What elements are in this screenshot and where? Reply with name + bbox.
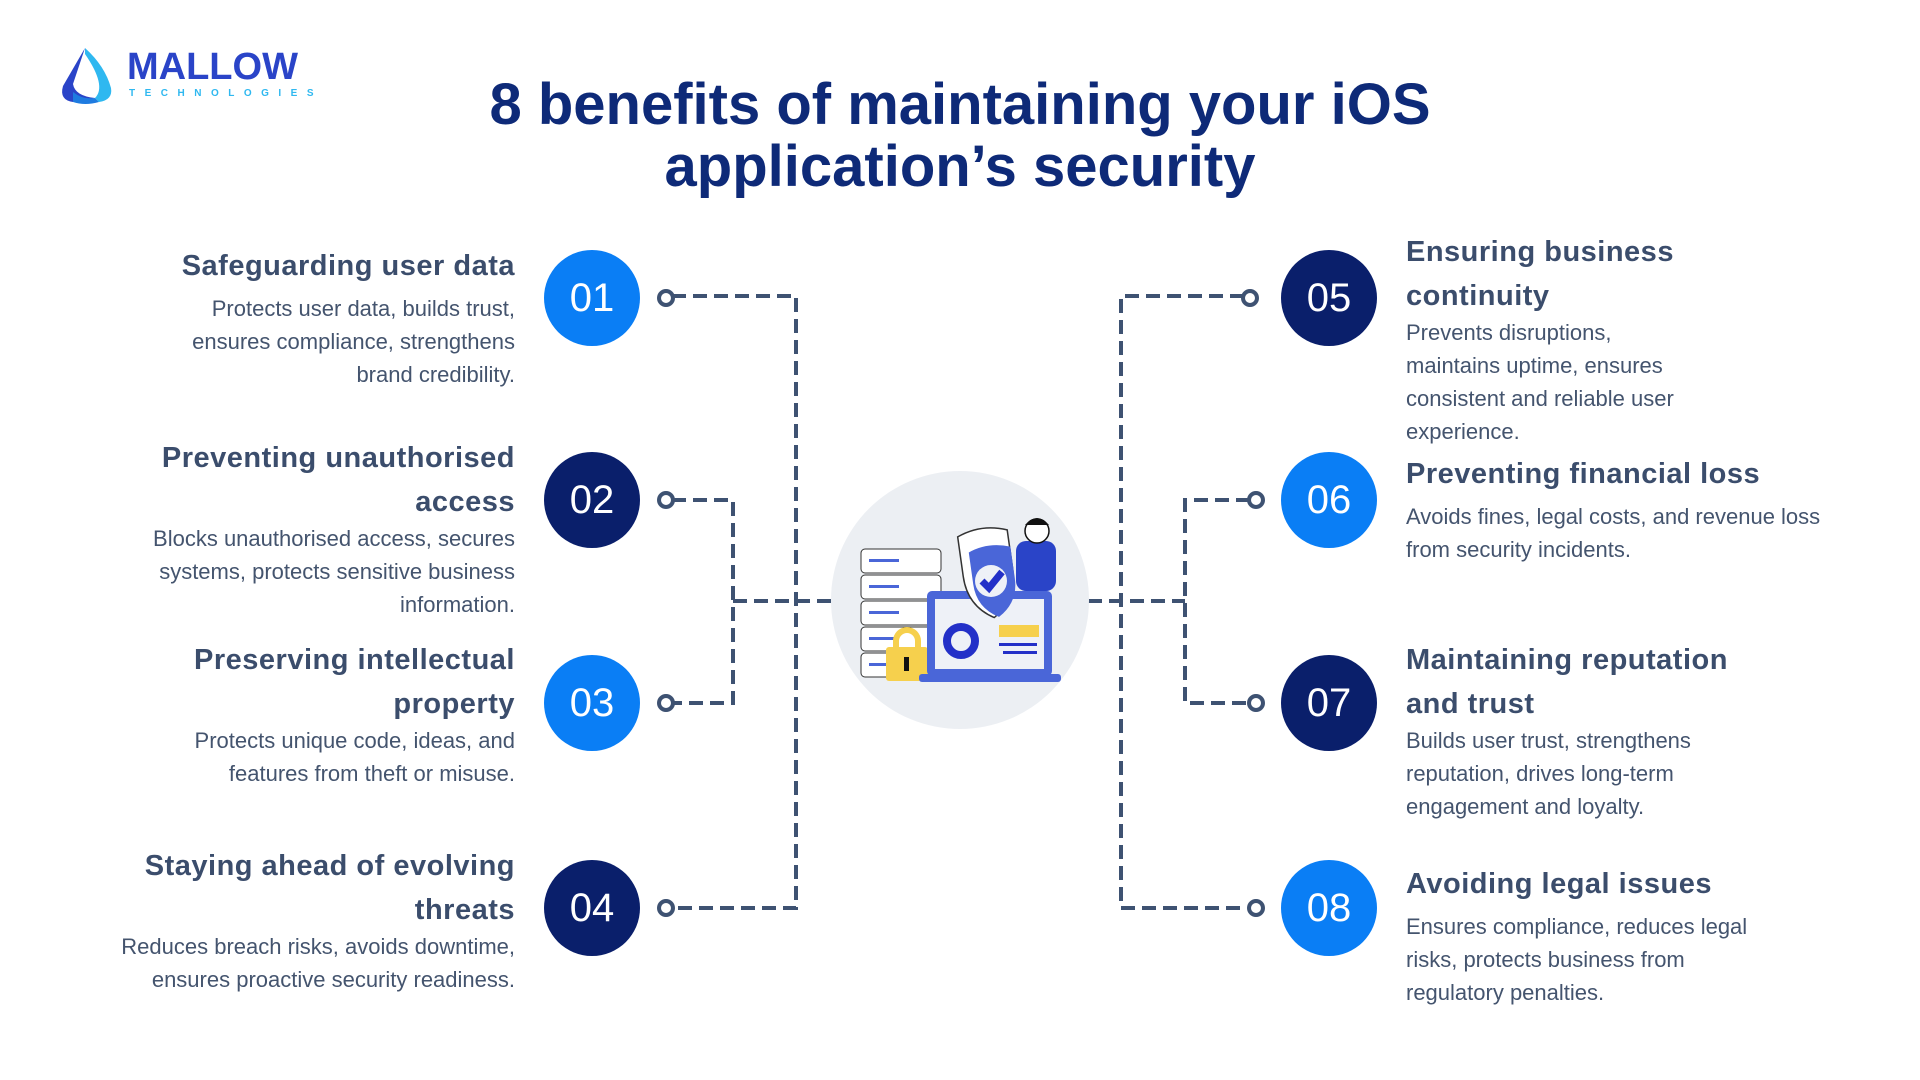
padlock-icon <box>886 627 928 681</box>
benefit-title: Staying ahead of evolving threats <box>144 850 515 926</box>
benefit-02: Preventing unauthorised access Blocks un… <box>75 436 515 621</box>
shield-check-icon <box>956 527 1016 619</box>
benefit-title: Preserving intellectual property <box>194 644 515 720</box>
benefit-06: Preventing financial loss Avoids fines, … <box>1406 452 1826 566</box>
number-badge-04: 04 <box>544 860 640 956</box>
logo-wordmark: MALLOW <box>127 46 298 88</box>
number-badge-01: 01 <box>544 250 640 346</box>
title-line-1: 8 benefits of maintaining your iOS <box>489 72 1431 137</box>
benefit-description: Protects unique code, ideas, and feature… <box>194 728 515 786</box>
benefit-description: Blocks unauthorised access, secures syst… <box>153 526 515 617</box>
number-badge-02: 02 <box>544 452 640 548</box>
node-01 <box>657 289 675 307</box>
number-badge-03: 03 <box>544 655 640 751</box>
benefit-title: Safeguarding user data <box>181 250 515 282</box>
benefit-description: Avoids fines, legal costs, and revenue l… <box>1406 504 1821 562</box>
title-line-2: application’s security <box>664 134 1256 199</box>
connector-right-branch <box>1183 498 1250 705</box>
benefit-title: Avoiding legal issues <box>1406 868 1712 900</box>
node-05 <box>1241 289 1259 307</box>
benefit-08: Avoiding legal issues Ensures compliance… <box>1406 862 1786 1009</box>
benefit-title: Preventing financial loss <box>1406 458 1761 490</box>
benefit-description: Ensures compliance, reduces legal risks,… <box>1406 914 1748 1005</box>
benefit-description: Prevents disruptions, maintains uptime, … <box>1406 320 1674 444</box>
node-02 <box>657 491 675 509</box>
logo-subtitle: TECHNOLOGIES <box>129 88 324 99</box>
benefit-title: Maintaining reputation and trust <box>1406 644 1728 720</box>
number-badge-07: 07 <box>1281 655 1377 751</box>
number-badge-05: 05 <box>1281 250 1377 346</box>
number-badge-08: 08 <box>1281 860 1377 956</box>
benefit-description: Protects user data, builds trust, ensure… <box>192 296 515 387</box>
security-illustration <box>831 471 1089 729</box>
mallow-logo: MALLOW TECHNOLOGIES <box>55 46 315 106</box>
benefit-07: Maintaining reputation and trust Builds … <box>1406 638 1786 823</box>
benefit-description: Builds user trust, strengthens reputatio… <box>1406 728 1691 819</box>
benefit-03: Preserving intellectual property Protect… <box>75 638 515 790</box>
benefit-01: Safeguarding user data Protects user dat… <box>75 244 515 391</box>
benefit-04: Staying ahead of evolving threats Reduce… <box>75 844 515 996</box>
page-title: 8 benefits of maintaining your iOS appli… <box>360 74 1560 198</box>
logo-mark-icon <box>62 48 112 104</box>
node-08 <box>1247 899 1265 917</box>
person-icon <box>1016 518 1056 591</box>
node-06 <box>1247 491 1265 509</box>
connector-left-branch <box>672 498 735 705</box>
node-04 <box>657 899 675 917</box>
benefit-title: Preventing unauthorised access <box>161 442 515 518</box>
number-badge-06: 06 <box>1281 452 1377 548</box>
node-07 <box>1247 694 1265 712</box>
node-03 <box>657 694 675 712</box>
benefit-title: Ensuring business continuity <box>1406 236 1674 312</box>
benefit-05: Ensuring business continuity Prevents di… <box>1406 230 1706 448</box>
benefit-description: Reduces breach risks, avoids downtime, e… <box>121 934 515 992</box>
